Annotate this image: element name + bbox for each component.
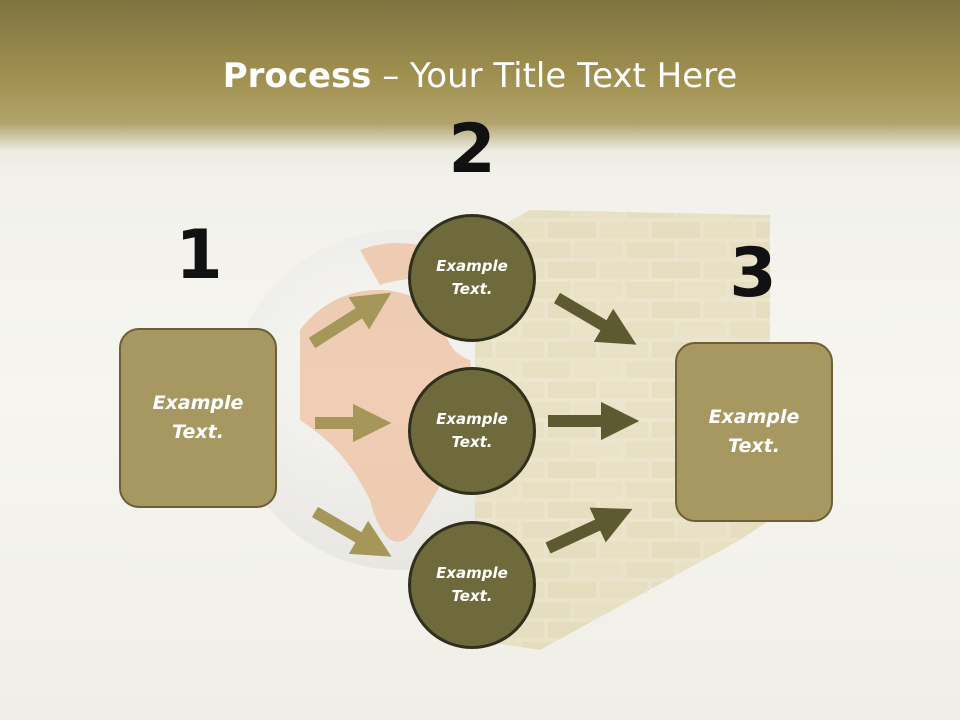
arrow-1-to-2a [308, 292, 392, 349]
step-number-3: 3 [729, 234, 777, 313]
step-1-box: Example Text. [119, 328, 277, 508]
step-2-circle-top-text: Example Text. [436, 257, 508, 298]
title-strong: Process [222, 56, 372, 96]
step-1-box-text: Example Text. [152, 392, 244, 443]
arrow-2a-to-3 [553, 292, 637, 345]
step-number-2: 2 [448, 110, 496, 189]
step-number-1: 1 [175, 216, 223, 295]
title-rest: – Your Title Text Here [371, 56, 738, 96]
step-2-circle-middle: Example Text. [408, 367, 536, 495]
step-2-circle-bottom: Example Text. [408, 521, 536, 649]
step-3-box: Example Text. [675, 342, 833, 522]
arrow-1-to-2c [311, 506, 392, 557]
arrow-2c-to-3 [545, 507, 633, 554]
header-band [0, 0, 960, 175]
slide-title: Process – Your Title Text Here [0, 54, 960, 98]
step-2-circle-top: Example Text. [408, 214, 536, 342]
step-3-box-text: Example Text. [708, 406, 800, 457]
step-2-circle-bottom-text: Example Text. [436, 564, 508, 605]
step-2-circle-middle-text: Example Text. [436, 410, 508, 451]
